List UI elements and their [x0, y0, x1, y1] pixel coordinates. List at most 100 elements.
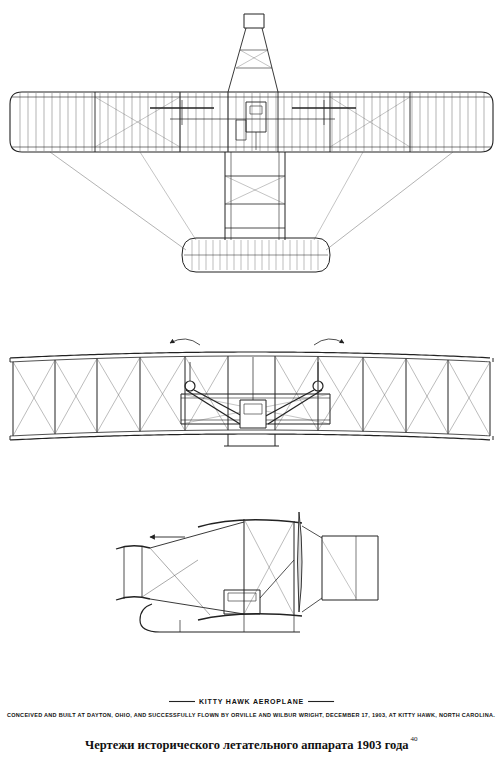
brace-wire [322, 540, 356, 598]
skid-strut [294, 615, 295, 632]
wing-rib [148, 93, 149, 151]
wing-rib [300, 93, 301, 151]
engine-part [244, 404, 262, 414]
rudder-brace [236, 68, 272, 69]
brace-wire [140, 152, 196, 240]
rudder-brace [236, 50, 268, 68]
wing-rib [276, 93, 277, 151]
control-line [142, 560, 198, 597]
wing-tip [493, 358, 494, 362]
rotation-arrow [314, 339, 344, 345]
wing-rib [220, 93, 221, 151]
lower-wing [10, 434, 490, 440]
wing-rib [284, 93, 285, 151]
wing-rib [484, 93, 485, 151]
shaft [324, 100, 325, 125]
wing-rib [116, 93, 117, 151]
panel-line [228, 92, 229, 152]
skid [228, 434, 229, 446]
front-view [10, 339, 493, 446]
brace-wire [244, 519, 294, 615]
wing-rib [156, 93, 157, 151]
wing-rib [444, 93, 445, 151]
wing-rib [460, 93, 461, 151]
title-rule [169, 701, 195, 702]
brace-wire [140, 356, 185, 431]
shaft [182, 100, 183, 125]
wing-rib [204, 93, 205, 151]
engine [224, 590, 260, 614]
panel-line [180, 92, 181, 152]
strut [185, 356, 186, 430]
wing-rib [68, 93, 69, 151]
rotation-arrow [170, 339, 200, 345]
brace-wire [150, 548, 210, 615]
rudder-brace [240, 50, 268, 51]
strut [228, 356, 229, 430]
brace-wire [225, 176, 285, 204]
wing-rib [140, 93, 141, 151]
engine [246, 102, 266, 132]
panel-line [95, 92, 96, 152]
wing-rib [228, 93, 229, 151]
engine-part [256, 132, 257, 150]
wing-tip [493, 436, 494, 440]
wing-rib [244, 93, 245, 151]
brace-wire [330, 97, 410, 147]
elevator-spar [184, 255, 328, 256]
rudder-outrigger [302, 526, 322, 538]
wing-rib [452, 93, 453, 151]
brace-wire [225, 176, 285, 204]
skid-strut [180, 620, 181, 632]
wing-rib [52, 93, 53, 151]
elevator-strut [124, 547, 125, 599]
rudder [322, 536, 378, 600]
wing-rib [356, 93, 357, 151]
pilot-cradle [236, 120, 246, 140]
wing-rib [372, 93, 373, 151]
wing-rib [180, 93, 181, 151]
engine-part [250, 106, 262, 114]
elevator-section [116, 597, 150, 600]
wing-rib [308, 93, 309, 151]
wing-rib [292, 93, 293, 151]
wing-rib [164, 93, 165, 151]
drawing-title: KITTY HAWK AEROPLANE [199, 698, 304, 705]
rudder [244, 14, 264, 28]
wing-rib [388, 93, 389, 151]
brace-wire [244, 521, 294, 614]
wing-rib [124, 93, 125, 151]
strut [55, 360, 56, 434]
direction-arrow [150, 537, 185, 538]
wing-rib [380, 93, 381, 151]
wing-rib [20, 93, 21, 151]
wing-rib [404, 93, 405, 151]
outrigger-brace [225, 176, 285, 177]
outrigger [285, 152, 286, 240]
caption-line: Чертежи исторического летательного аппар… [85, 738, 418, 753]
brace-wire [97, 357, 140, 432]
brace-wire [363, 357, 406, 432]
brace-wire [275, 356, 318, 430]
strut [406, 358, 407, 432]
footnote-number: 40 [411, 735, 418, 743]
upper-wing-section [198, 520, 302, 527]
rudder-outrigger [302, 598, 322, 612]
rudder-brace [240, 50, 272, 68]
skid [275, 434, 276, 446]
chain [268, 390, 322, 424]
elevator-section [116, 546, 150, 549]
wing-rib [28, 93, 29, 151]
wing-rib [196, 93, 197, 151]
skid [224, 446, 279, 447]
brace-wire [326, 152, 453, 250]
panel-line [278, 92, 279, 152]
upper-wing [10, 352, 490, 358]
brace-wire [275, 356, 318, 430]
panel-line [330, 92, 331, 152]
wing-rib [332, 93, 333, 151]
wing-rib [476, 93, 477, 151]
wing-rib [412, 93, 413, 151]
strut [244, 519, 245, 614]
wing-rib [396, 93, 397, 151]
